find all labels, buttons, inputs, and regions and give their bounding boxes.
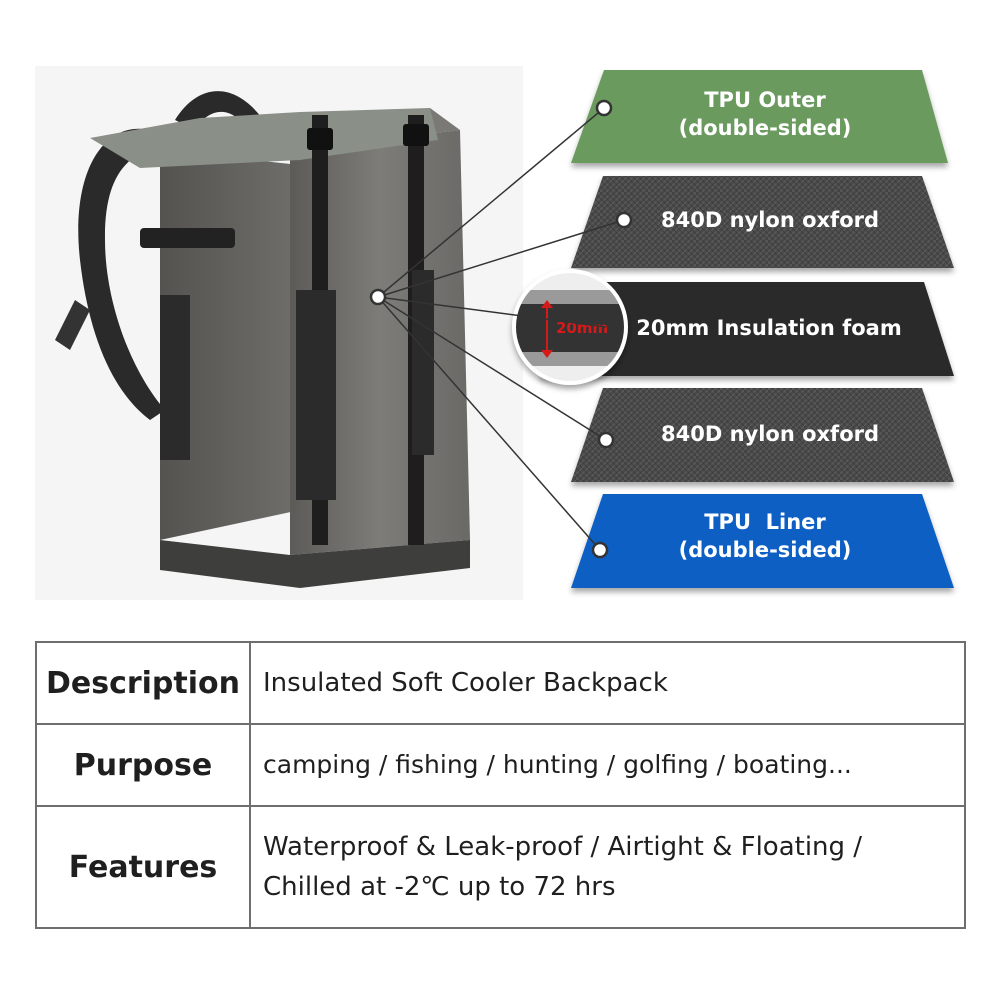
layer-nylon-oxford-top-label: 840D nylon oxford xyxy=(660,208,880,232)
spec-label: Features xyxy=(35,805,251,929)
spec-value: Waterproof & Leak-proof / Airtight & Flo… xyxy=(249,805,966,929)
spec-label: Purpose xyxy=(35,723,251,807)
layer-stack xyxy=(540,70,954,588)
layer-nylon-oxford-bottom xyxy=(571,388,954,482)
spec-value-line: Chilled at -2℃ up to 72 hrs xyxy=(263,872,616,902)
layer-sublabel: (double-sided) xyxy=(678,538,852,563)
leader-lines xyxy=(377,107,625,551)
product-diagram: 20mm xyxy=(55,70,954,588)
layer-label: TPU Outer xyxy=(704,88,826,112)
layer-tpu-liner xyxy=(571,494,954,588)
spec-value: camping / fishing / hunting / golfing / … xyxy=(249,723,966,807)
leader-dots xyxy=(369,99,633,559)
backpack-image xyxy=(55,91,470,588)
spec-table: Description Insulated Soft Cooler Backpa… xyxy=(35,641,966,929)
layer-nylon-oxford-top xyxy=(571,176,954,268)
layer-insulation-foam-label: 20mm Insulation foam xyxy=(636,316,902,340)
foam-thickness-callout: 20mm xyxy=(512,269,628,385)
table-row: Description Insulated Soft Cooler Backpa… xyxy=(35,641,966,725)
layer-sublabel: (double-sided) xyxy=(678,116,852,141)
spec-value: Insulated Soft Cooler Backpack xyxy=(249,641,966,725)
foam-thickness-label: 20mm xyxy=(556,319,608,337)
layer-insulation-foam xyxy=(540,282,954,376)
product-illustration: 20mm TPU Outer (double-sided) 840D nylon… xyxy=(55,70,954,588)
layer-label: TPU Liner xyxy=(704,510,826,534)
spec-label: Description xyxy=(35,641,251,725)
layer-nylon-oxford-bottom-label: 840D nylon oxford xyxy=(660,422,880,446)
layer-tpu-outer-label: TPU Outer (double-sided) xyxy=(640,86,890,143)
layer-tpu-liner-label: TPU Liner (double-sided) xyxy=(640,508,890,565)
spec-value-line: Waterproof & Leak-proof / Airtight & Flo… xyxy=(263,831,863,862)
layer-tpu-outer xyxy=(571,70,948,163)
table-row: Features Waterproof & Leak-proof / Airti… xyxy=(35,805,966,929)
table-row: Purpose camping / fishing / hunting / go… xyxy=(35,723,966,807)
